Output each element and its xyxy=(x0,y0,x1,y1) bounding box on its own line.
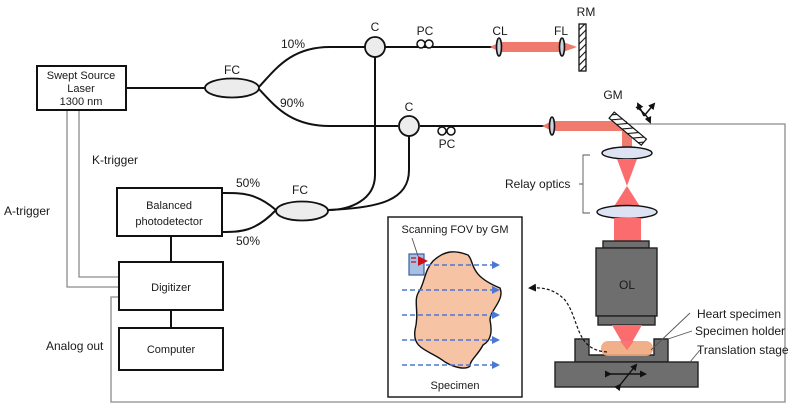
specimen-holder-label: Specimen holder xyxy=(695,324,785,338)
laser-label-line1: Swept Source xyxy=(47,70,115,82)
collimating-lens xyxy=(495,37,503,57)
inset-pointer-arrow xyxy=(528,283,608,353)
galvo-mirror xyxy=(608,111,648,147)
circulator-sample-label: C xyxy=(405,100,414,114)
swept-source-laser: Swept Source Laser 1300 nm xyxy=(36,65,127,111)
scanning-fov-inset: Scanning FOV by GM Specimen xyxy=(387,216,523,398)
fiber-coupler-main: FC xyxy=(204,63,260,99)
a-trigger-label: A-trigger xyxy=(4,204,50,218)
relay-bracket xyxy=(579,154,590,214)
ol-label: OL xyxy=(619,278,635,292)
specimen-shape xyxy=(414,251,502,369)
analog-out-label: Analog out xyxy=(46,339,104,353)
computer-label: Computer xyxy=(147,344,196,356)
sample-collimator-lens xyxy=(548,116,556,136)
relay-optics-label: Relay optics xyxy=(505,177,570,191)
fiber-coupler-detection: FC xyxy=(275,183,329,222)
inset-caption: Specimen xyxy=(431,380,480,392)
inset-title: Scanning FOV by GM xyxy=(402,224,509,236)
fiber-det-top xyxy=(221,191,277,211)
split-50-bottom-label: 50% xyxy=(236,234,260,248)
relay-lens-bottom xyxy=(596,204,658,220)
signal-lines xyxy=(66,110,786,403)
fov-box xyxy=(408,253,425,276)
circulator-ref-label: C xyxy=(371,20,380,34)
fiber-sample-return xyxy=(327,136,410,211)
polarization-controller-ref: PC xyxy=(416,24,434,49)
split-50-top-label: 50% xyxy=(236,176,260,190)
fiber-det-bottom xyxy=(221,209,277,233)
balanced-photodetector: Balanced photodetector xyxy=(116,187,223,237)
cl-label: CL xyxy=(492,24,508,38)
heart-specimen-label: Heart specimen xyxy=(697,307,781,321)
digitizer-label: Digitizer xyxy=(151,282,191,294)
galvo-scan-arrows-icon xyxy=(635,102,656,124)
analog-out-line xyxy=(110,123,786,403)
laser-label-line2: Laser xyxy=(67,83,95,95)
bpd-label-line2: photodetector xyxy=(135,216,203,228)
fiber-ref-return xyxy=(327,57,376,211)
objective-lens: OL xyxy=(595,240,658,326)
circulator-reference: C xyxy=(364,20,386,58)
fov-marker xyxy=(418,256,428,266)
fiber-paths xyxy=(126,46,547,233)
sample-arm: GM Relay optics OL Hear xyxy=(505,88,789,392)
k-trigger-line xyxy=(78,110,119,278)
computer: Computer xyxy=(118,327,224,371)
laser-label-line3: 1300 nm xyxy=(60,96,103,108)
fl-label: FL xyxy=(554,24,568,38)
pc-sample-label: PC xyxy=(439,137,456,151)
fc-detect-label: FC xyxy=(292,183,308,197)
relay-lens-top xyxy=(601,146,653,160)
reference-arm: CL FL RM xyxy=(490,5,596,72)
k-trigger-label: K-trigger xyxy=(92,153,138,167)
polarization-controller-sample: PC xyxy=(437,126,456,151)
translation-stage xyxy=(554,361,699,392)
focusing-lens xyxy=(558,37,566,57)
digitizer: Digitizer xyxy=(118,261,224,311)
translation-stage-label: Translation stage xyxy=(697,343,789,357)
fc-main-label: FC xyxy=(224,63,240,77)
reference-mirror xyxy=(578,23,587,72)
pc-ref-label: PC xyxy=(417,24,434,38)
bpd-label-line1: Balanced xyxy=(146,200,192,212)
a-trigger-line xyxy=(66,110,119,288)
fiber-10pct xyxy=(257,46,365,89)
split-90-label: 90% xyxy=(280,96,304,110)
circulator-sample: C xyxy=(398,100,420,137)
rm-label: RM xyxy=(577,5,596,19)
fiber-90pct xyxy=(257,87,398,127)
gm-label: GM xyxy=(603,88,622,102)
split-10-label: 10% xyxy=(281,37,305,51)
scan-lines xyxy=(402,261,500,369)
